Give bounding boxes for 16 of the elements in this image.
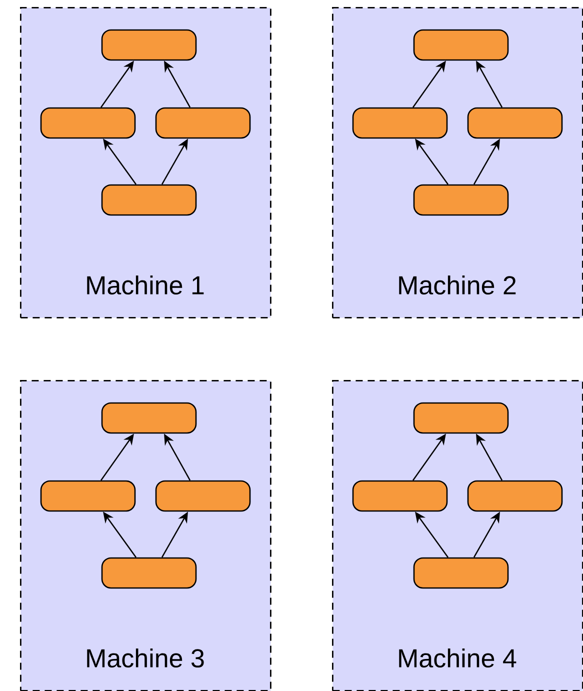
process-pill bbox=[467, 480, 563, 512]
process-pill bbox=[413, 29, 509, 61]
process-pill bbox=[101, 184, 197, 216]
process-pill bbox=[101, 29, 197, 61]
process-pill bbox=[352, 107, 448, 139]
process-pill bbox=[40, 107, 136, 139]
process-pill bbox=[413, 557, 509, 589]
process-pill bbox=[40, 480, 136, 512]
process-pill bbox=[352, 480, 448, 512]
process-pill bbox=[413, 402, 509, 434]
process-pill bbox=[101, 402, 197, 434]
process-pill bbox=[155, 480, 251, 512]
process-pill bbox=[413, 184, 509, 216]
process-pill bbox=[467, 107, 563, 139]
process-pill bbox=[155, 107, 251, 139]
process-pill bbox=[101, 557, 197, 589]
